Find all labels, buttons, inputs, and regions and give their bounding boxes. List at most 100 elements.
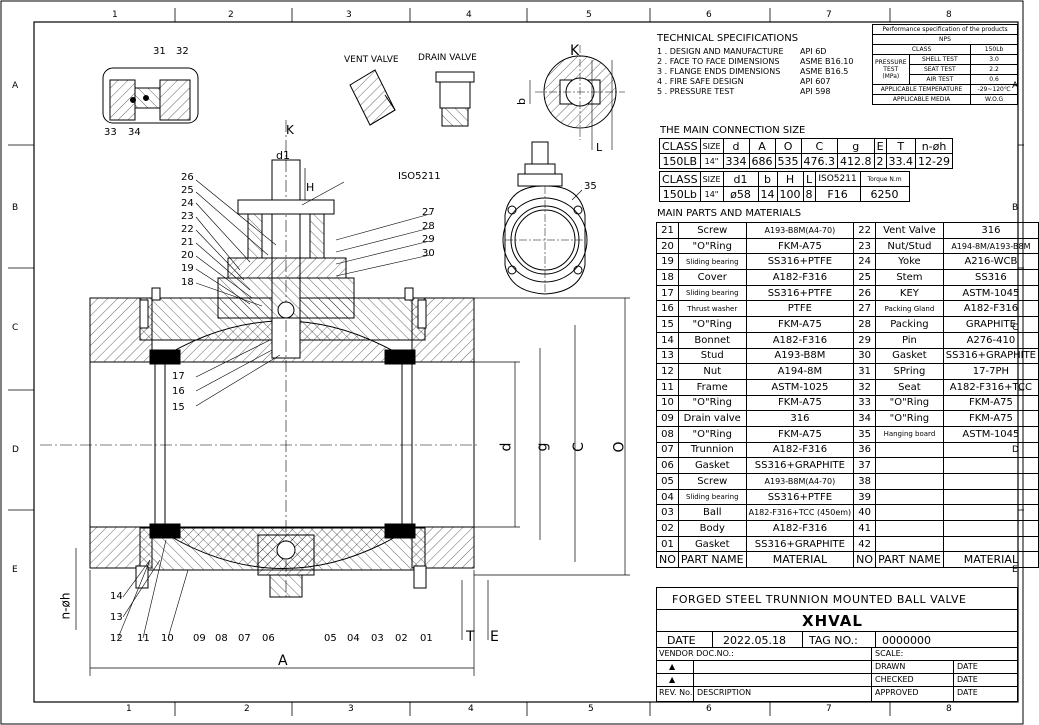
main-section xyxy=(40,120,480,600)
part-material: A193-B8M xyxy=(745,347,855,365)
part-name: Trunnion xyxy=(677,441,747,459)
label-vent-valve: VENT VALVE xyxy=(344,55,399,65)
conn-r1-d: 334 xyxy=(722,153,750,169)
date-label: DATE xyxy=(667,634,696,647)
rev-mark-2: ▲ xyxy=(669,675,676,684)
conn-r1-g: 412.8 xyxy=(837,153,875,169)
part-material: A182-F316 xyxy=(745,331,855,349)
part-name xyxy=(875,504,944,522)
callout-31: 31 xyxy=(153,46,166,57)
grid-row-d: D xyxy=(12,445,19,455)
callout-35: 35 xyxy=(584,181,597,192)
callout-06: 06 xyxy=(262,633,275,644)
callout-26: 26 xyxy=(181,172,194,183)
part-material: A182-F316 xyxy=(745,520,855,537)
part-no: 10 xyxy=(656,394,679,412)
part-material: SS316+GRAPHITE xyxy=(942,347,1039,365)
part-name xyxy=(875,520,944,537)
grid-col-3-bottom: 3 xyxy=(348,704,354,714)
part-material: FKM-A75 xyxy=(942,410,1039,427)
part-no: 14 xyxy=(656,331,679,349)
callout-23: 23 xyxy=(181,211,194,222)
part-material: ASTM-1045 xyxy=(942,425,1039,443)
part-name xyxy=(875,441,944,459)
part-material: FKM-A75 xyxy=(942,394,1039,412)
part-no: 04 xyxy=(656,488,679,506)
grid-col-2: 2 xyxy=(228,10,234,20)
grid-col-7: 7 xyxy=(826,10,832,20)
perf-pressure-test: PRESSURE TEST (MPa) xyxy=(872,54,910,85)
parts-header-row: NO PART NAME MATERIAL NO PART NAME MATER… xyxy=(656,551,1039,569)
part-no: 28 xyxy=(853,316,877,333)
conn-h2-b: b xyxy=(757,171,778,187)
tech-spec-1-value: API 6D xyxy=(800,47,827,56)
part-material: SS316+PTFE xyxy=(745,488,855,506)
part-material: A193-B8M(A4-70) xyxy=(745,473,855,490)
conn-h1-t: T xyxy=(885,138,917,154)
parts-h-name: PART NAME xyxy=(677,551,747,569)
grid-col-4: 4 xyxy=(466,10,472,20)
conn-r2-class: 150Lb xyxy=(659,186,701,202)
callout-13: 13 xyxy=(110,612,123,623)
callout-07: 07 xyxy=(238,633,251,644)
part-material xyxy=(942,520,1039,537)
part-name: Vent Valve xyxy=(875,222,944,239)
dim-g: g xyxy=(534,442,551,452)
callout-17: 17 xyxy=(172,371,185,382)
callout-22: 22 xyxy=(181,224,194,235)
conn-r2-l: 8 xyxy=(802,186,816,202)
perf-temp-value: -29~120℃ xyxy=(970,84,1018,95)
conn-r1-size: 14" xyxy=(699,153,724,169)
conn-r2-b: 14 xyxy=(757,186,778,202)
checked-date: DATE xyxy=(957,675,978,684)
title-block: FORGED STEEL TRUNNION MOUNTED BALL VALVE… xyxy=(656,587,1018,702)
part-no: 37 xyxy=(853,457,877,474)
part-name: Ball xyxy=(677,504,747,522)
part-name: Pin xyxy=(875,331,944,349)
part-material xyxy=(942,535,1039,553)
part-no: 02 xyxy=(656,520,679,537)
dim-e: E xyxy=(490,629,499,645)
performance-table: Performance specification of the product… xyxy=(871,24,1018,105)
callout-04: 04 xyxy=(347,633,360,644)
part-name: Thrust washer xyxy=(677,300,747,318)
conn-h2-l: L xyxy=(802,171,816,187)
part-name: "O"Ring xyxy=(875,410,944,427)
part-material: ASTM-1045 xyxy=(942,284,1039,302)
vent-drain-icons xyxy=(349,69,475,127)
part-material: SS316+GRAPHITE xyxy=(745,535,855,553)
callout-28: 28 xyxy=(422,221,435,232)
conn-h1-d: d xyxy=(722,138,750,154)
part-name: Drain valve xyxy=(677,410,747,427)
grid-col-8: 8 xyxy=(946,10,952,20)
callout-08: 08 xyxy=(215,633,228,644)
tech-spec-title: TECHNICAL SPECIFICATIONS xyxy=(657,33,799,44)
part-material: SS316 xyxy=(942,269,1039,286)
grid-row-a: A xyxy=(12,81,19,91)
checked-label: CHECKED xyxy=(875,675,914,684)
k-view xyxy=(529,45,625,150)
callout-29: 29 xyxy=(422,234,435,245)
part-no: 42 xyxy=(853,535,877,553)
product-title: FORGED STEEL TRUNNION MOUNTED BALL VALVE xyxy=(672,593,967,606)
part-no: 06 xyxy=(656,457,679,474)
part-name: "O"Ring xyxy=(875,394,944,412)
callout-12: 12 xyxy=(110,633,123,644)
callout-25: 25 xyxy=(181,185,194,196)
part-name: Gasket xyxy=(875,347,944,365)
part-no: 15 xyxy=(656,316,679,333)
part-name: Stud xyxy=(677,347,747,365)
part-material: 17-7PH xyxy=(942,363,1039,380)
part-no: 30 xyxy=(853,347,877,365)
part-no: 09 xyxy=(656,410,679,427)
part-no: 08 xyxy=(656,425,679,443)
callout-16: 16 xyxy=(172,386,185,397)
tech-spec-5-value: API 598 xyxy=(800,87,831,96)
label-k-detail: K xyxy=(570,43,580,59)
